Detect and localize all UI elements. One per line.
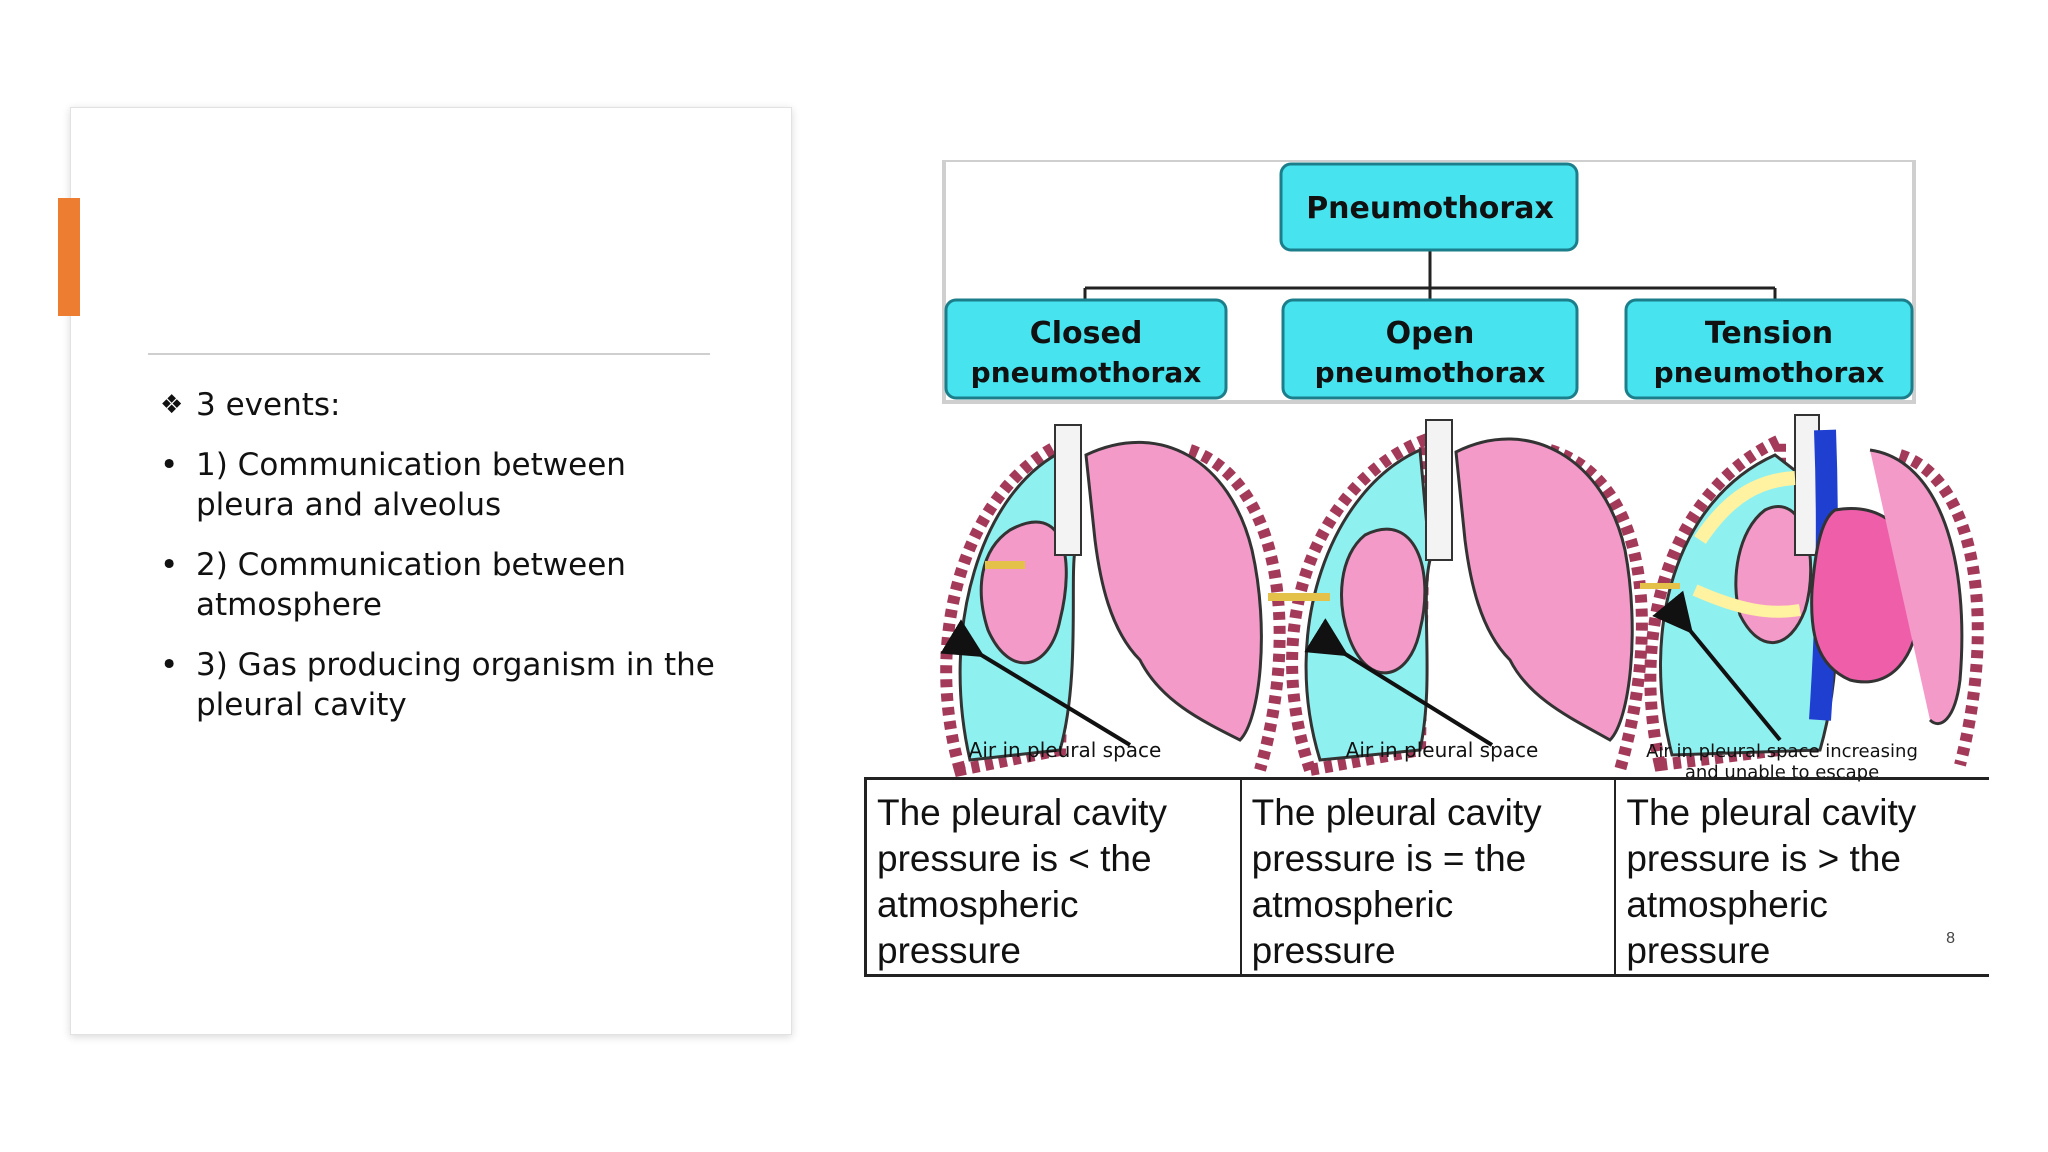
bullet-text: 1) Communication between pleura and alve… xyxy=(196,447,626,523)
open-box xyxy=(1281,298,1579,400)
root-box xyxy=(1279,162,1579,252)
list-item: • 3) Gas producing organism in the pleur… xyxy=(160,645,720,725)
bullet-dot-icon: • xyxy=(160,547,179,583)
page-number: 8 xyxy=(1946,930,1956,947)
bullet-dot-icon: • xyxy=(160,447,179,483)
heading-text: 3 events: xyxy=(196,387,341,423)
bullet-list: ❖ 3 events: • 1) Communication between p… xyxy=(160,385,720,745)
hierarchy-connectors xyxy=(1083,250,1777,300)
slide-card xyxy=(70,107,792,1035)
bullet-text: 3) Gas producing organism in the pleural… xyxy=(196,647,715,723)
open-sublabel: pneumothorax xyxy=(1315,356,1546,389)
table-cell-tension: The pleural cavity pressure is > the atm… xyxy=(1616,780,1989,974)
open-lungs-illustration xyxy=(1268,419,1648,777)
tension-caption: Air in pleural space increasing xyxy=(1646,741,1918,762)
diagram-svg: Pneumothorax Closed pneumothorax Open pn… xyxy=(940,160,1984,783)
closed-label: Closed xyxy=(1030,316,1143,351)
bullet-heading: ❖ 3 events: xyxy=(160,385,720,425)
list-item: • 2) Communication between atmosphere xyxy=(160,545,720,625)
closed-lungs-illustration xyxy=(940,424,1286,777)
pneumothorax-diagram: Pneumothorax Closed pneumothorax Open pn… xyxy=(860,160,1996,980)
tension-lungs-illustration xyxy=(1640,414,1984,772)
bullet-dot-icon: • xyxy=(160,647,179,683)
tension-label: Tension xyxy=(1705,316,1833,351)
tension-box xyxy=(1624,298,1914,400)
title-divider xyxy=(148,353,710,355)
bullet-text: 2) Communication between atmosphere xyxy=(196,547,626,623)
open-label: Open xyxy=(1386,316,1475,351)
open-caption: Air in pleural space xyxy=(1346,738,1539,762)
table-cell-open: The pleural cavity pressure is = the atm… xyxy=(1242,780,1617,974)
table-cell-tension-text: The pleural cavity pressure is > the atm… xyxy=(1626,792,1917,971)
closed-box xyxy=(944,298,1228,400)
closed-sublabel: pneumothorax xyxy=(971,356,1202,389)
root-label: Pneumothorax xyxy=(1306,191,1554,226)
table-cell-closed: The pleural cavity pressure is < the atm… xyxy=(867,780,1242,974)
accent-bar xyxy=(58,198,80,316)
diamond-bullet-icon: ❖ xyxy=(160,390,184,420)
list-item: • 1) Communication between pleura and al… xyxy=(160,445,720,525)
pressure-table: The pleural cavity pressure is < the atm… xyxy=(864,777,1989,977)
tension-sublabel: pneumothorax xyxy=(1654,356,1885,389)
closed-caption: Air in pleural space xyxy=(969,738,1162,762)
